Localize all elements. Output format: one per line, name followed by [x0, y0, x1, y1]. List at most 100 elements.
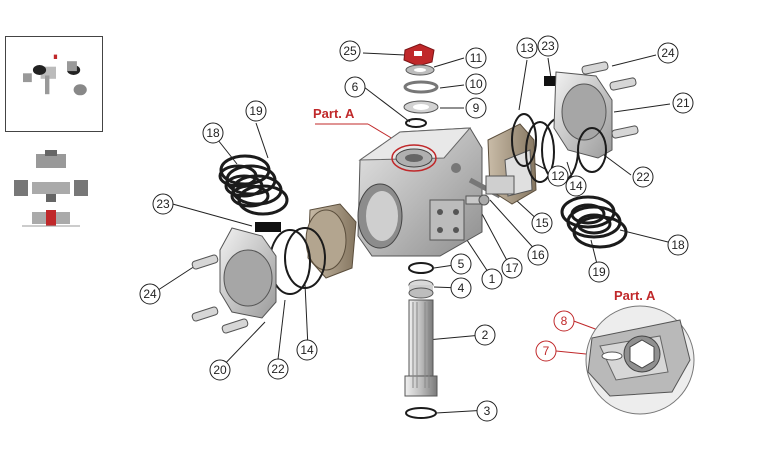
callout-c2: 2	[474, 324, 496, 346]
callout-number-text: 12	[551, 169, 565, 183]
callout-number-text: 19	[249, 104, 263, 118]
callout-c22a: 22	[632, 166, 654, 188]
callout-c24b: 24	[139, 283, 161, 305]
part-a-label-detail: Part. A	[614, 288, 656, 303]
thumbnail-exploded-icon[interactable]	[23, 54, 87, 96]
part-13-o-ring[interactable]	[511, 113, 537, 167]
callout-number-text: 17	[505, 261, 519, 275]
thumbnail-section-view-icon[interactable]	[22, 210, 80, 227]
callout-number-text: 15	[535, 216, 549, 230]
callout-number-text: 20	[213, 363, 227, 377]
callout-number-text: 19	[592, 265, 606, 279]
thumbnail-top-view-icon[interactable]	[36, 150, 66, 168]
callout-c10: 10	[465, 73, 487, 95]
part-17-screw[interactable]	[465, 194, 490, 206]
callout-number-text: 4	[458, 281, 465, 295]
callout-circle	[152, 193, 174, 215]
callout-circle	[547, 165, 569, 187]
part-24-bolts-left[interactable]	[191, 254, 249, 334]
callout-number-text: 23	[156, 197, 170, 211]
callout-circle	[632, 166, 654, 188]
part-3-o-ring[interactable]	[405, 407, 437, 419]
callout-c25: 25	[339, 40, 361, 62]
part-12-o-ring[interactable]	[525, 121, 555, 183]
callout-c20: 20	[209, 359, 231, 381]
callout-c12: 12	[547, 165, 569, 187]
part-4-bushing[interactable]	[408, 279, 434, 299]
callout-number-text: 23	[541, 39, 555, 53]
callout-c8: 8	[553, 310, 575, 332]
callout-number-text: 18	[206, 126, 220, 140]
callout-number-text: 25	[343, 44, 357, 58]
part-6-o-ring[interactable]	[405, 118, 427, 128]
callout-c23b: 23	[152, 193, 174, 215]
callout-c17: 17	[501, 257, 523, 279]
callout-circle	[501, 257, 523, 279]
part-24-bolts-right[interactable]	[581, 61, 639, 139]
callout-circle	[672, 92, 694, 114]
callout-number-text: 24	[661, 46, 675, 60]
callout-circle	[531, 212, 553, 234]
callout-circle	[537, 35, 559, 57]
callout-c7: 7	[535, 340, 557, 362]
callout-number-text: 13	[520, 41, 534, 55]
callout-number-text: 2	[482, 328, 489, 342]
callout-circle	[465, 97, 487, 119]
callout-number-text: 8	[561, 314, 568, 328]
part-25-indicator[interactable]	[403, 43, 435, 67]
part-18-spring-left-outer[interactable]	[218, 164, 270, 208]
callout-circle	[481, 268, 503, 290]
part-20-end-cap-left[interactable]	[219, 227, 277, 319]
callout-c23a: 23	[537, 35, 559, 57]
callout-number-text: 3	[484, 404, 491, 418]
callout-number-text: 10	[469, 77, 483, 91]
callout-c5: 5	[450, 253, 472, 275]
callout-c14a: 14	[565, 175, 587, 197]
callout-circle	[296, 339, 318, 361]
callout-number-text: 16	[531, 248, 545, 262]
callout-c24a: 24	[657, 42, 679, 64]
callout-number-text: 22	[271, 362, 285, 376]
callout-number-text: 14	[300, 343, 314, 357]
part-a-label-top: Part. A	[313, 106, 355, 121]
part-9-washer[interactable]	[403, 100, 439, 114]
thumbnail-front-view-icon[interactable]	[14, 180, 88, 202]
part-22-o-ring-right[interactable]	[577, 127, 607, 173]
callout-c22b: 22	[267, 358, 289, 380]
callout-c4: 4	[450, 277, 472, 299]
part-15-piston-parts[interactable]	[485, 175, 515, 195]
callout-number-text: 6	[352, 80, 359, 94]
part-14-o-ring-left[interactable]	[284, 227, 326, 289]
callout-circle	[657, 42, 679, 64]
part-10-ring[interactable]	[403, 80, 439, 94]
callout-circle	[267, 358, 289, 380]
callout-circle	[527, 244, 549, 266]
callout-circle	[245, 100, 267, 122]
callout-circle	[667, 234, 689, 256]
callout-circle	[450, 253, 472, 275]
part-piston-left[interactable]	[305, 203, 357, 279]
part-19-spring-right-inner[interactable]	[570, 203, 612, 235]
callout-circle	[535, 340, 557, 362]
callout-circle	[465, 47, 487, 69]
callout-number-text: 18	[671, 238, 685, 252]
detail-part-a[interactable]	[585, 305, 695, 415]
part-11-washer[interactable]	[405, 64, 435, 76]
callout-circle	[553, 310, 575, 332]
part-1-actuator-body[interactable]	[357, 127, 483, 257]
callout-number-text: 9	[473, 101, 480, 115]
part-21-end-cap-right[interactable]	[553, 71, 613, 159]
callout-number-text: 11	[470, 51, 483, 65]
preview-thumbnail-frame[interactable]	[5, 36, 103, 132]
part-5-o-ring[interactable]	[408, 262, 434, 274]
callout-circle	[139, 283, 161, 305]
callout-number-text: 5	[458, 257, 465, 271]
callout-circle	[474, 324, 496, 346]
part-2-drive-shaft[interactable]	[404, 299, 438, 397]
callout-c11: 11	[465, 47, 487, 69]
part-23-gasket-left[interactable]	[255, 222, 281, 232]
callout-number-text: 14	[569, 179, 583, 193]
callout-circle	[476, 400, 498, 422]
